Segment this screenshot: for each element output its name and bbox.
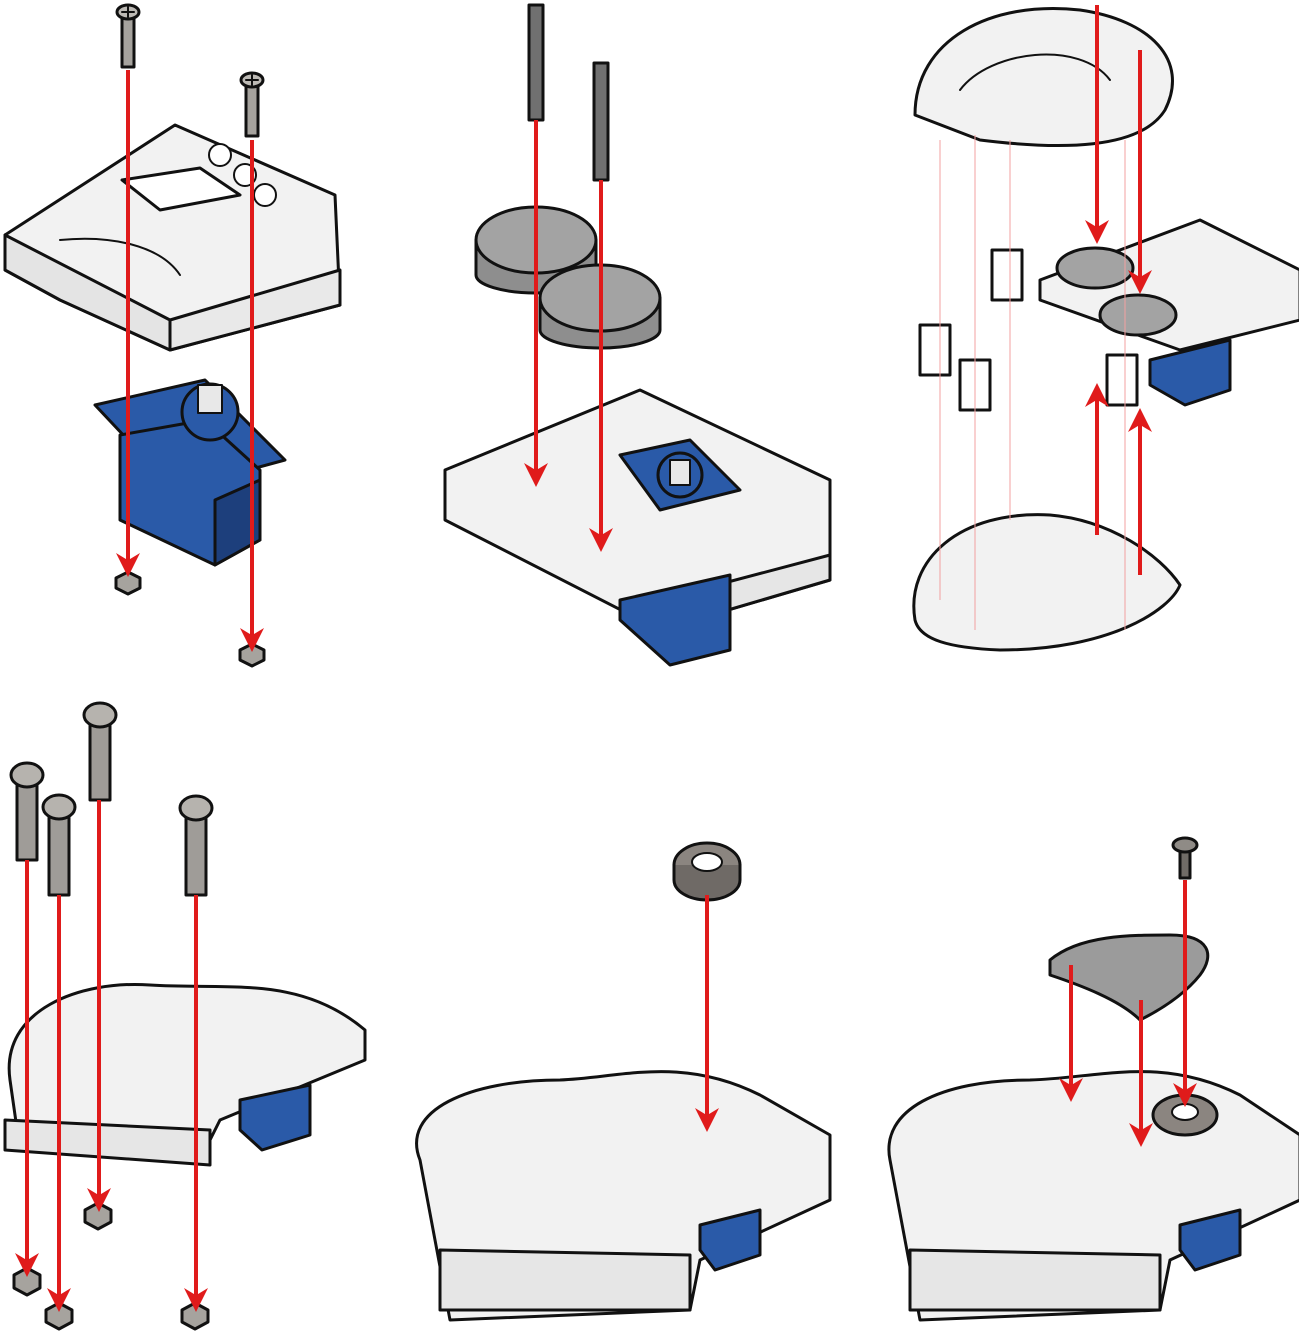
- nut-icon: [83, 1201, 113, 1231]
- step-6-panel: [887, 836, 1299, 1322]
- spacer-icon: [1105, 353, 1139, 407]
- nut-icon: [180, 1301, 210, 1331]
- nut-icon: [44, 1301, 74, 1331]
- step-4-panel: [3, 701, 367, 1331]
- step-2-panel: [443, 3, 832, 667]
- frame-plate-top: [913, 7, 1174, 148]
- nut-icon: [12, 1266, 42, 1297]
- servo-icon: [698, 1208, 762, 1272]
- spacer-icon: [990, 248, 1024, 302]
- frame-plate-bottom: [912, 513, 1182, 652]
- screw-icon: [239, 71, 265, 138]
- servo-icon: [1178, 1208, 1242, 1272]
- nut-icon: [238, 642, 266, 668]
- servo-icon: [1148, 338, 1232, 407]
- weight-disc-icon: [1098, 293, 1178, 337]
- nut-icon: [114, 570, 142, 596]
- servo-icon: [618, 573, 732, 667]
- pin-icon: [592, 61, 610, 182]
- screw-icon: [178, 794, 214, 897]
- screw-icon: [115, 3, 141, 69]
- screw-icon: [9, 761, 45, 862]
- pin-icon: [527, 3, 545, 122]
- screw-icon: [41, 793, 77, 897]
- servo-bracket-plate: [3, 123, 342, 352]
- weight-disc-icon: [538, 263, 662, 350]
- horn-plate: [1048, 933, 1210, 1022]
- step-1-panel: [3, 3, 342, 668]
- spacer-icon: [918, 323, 952, 377]
- screw-icon: [82, 701, 118, 802]
- gear-icon: [1151, 1093, 1219, 1137]
- servo-icon: [93, 378, 287, 567]
- step-5-panel: [415, 841, 832, 1322]
- screw-icon: [1171, 836, 1199, 880]
- step-3-panel: [912, 5, 1299, 652]
- weight-disc-icon: [1055, 246, 1135, 290]
- gear-icon: [672, 841, 742, 902]
- servo-icon: [238, 1083, 312, 1152]
